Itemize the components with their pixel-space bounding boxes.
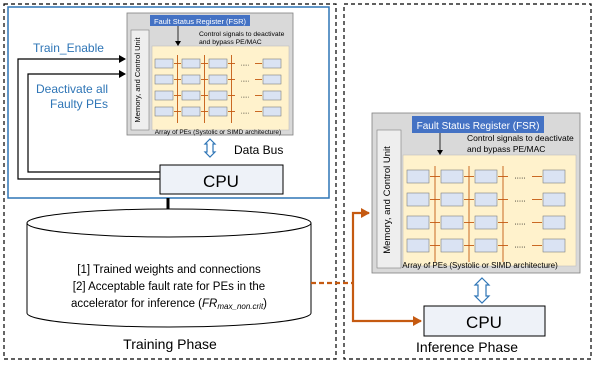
inference-data-bus-arrow (473, 277, 491, 304)
pe-cell (262, 106, 282, 117)
pe-cell (542, 215, 566, 230)
pe-cell (474, 169, 498, 184)
train-enable-arrow (17, 55, 160, 180)
database-cylinder (26, 208, 312, 328)
transfer-arrow-to-accelerator (351, 208, 370, 283)
data-bus-arrow (203, 138, 217, 158)
training-phase-panel: Memory, and Control Unit Fault Status Re… (3, 3, 337, 360)
pe-ellipsis: ..... (241, 110, 250, 116)
pe-ellipsis: ..... (514, 218, 525, 227)
pe-cell (542, 169, 566, 184)
training-cpu-label: CPU (203, 172, 239, 191)
pe-ellipsis: ..... (514, 172, 525, 181)
database-line3-pre: accelerator for inference ( (71, 298, 202, 310)
inference-cpu-label: CPU (466, 313, 502, 332)
training-memory-control-unit (130, 29, 150, 131)
pe-cell (406, 215, 430, 230)
pe-cell (208, 106, 228, 117)
pe-cell (181, 74, 201, 85)
pe-cell (474, 238, 498, 253)
pe-cell (440, 215, 464, 230)
pe-cell (208, 90, 228, 101)
pe-cell (262, 58, 282, 69)
training-accelerator: Memory, and Control Unit Fault Status Re… (126, 12, 294, 136)
database-line3: accelerator for inference (FRmax_non.cri… (71, 298, 267, 311)
inference-phase-panel: Memory, and Control Unit Fault Status Re… (343, 3, 592, 360)
database-line3-sub: max_non.crit (217, 302, 264, 311)
inference-memory-control-label: Memory, and Control Unit (382, 146, 393, 254)
pe-cell (406, 192, 430, 207)
pe-ellipsis: ..... (514, 195, 525, 204)
inference-memory-control-unit (376, 129, 402, 269)
pe-ellipsis: ..... (241, 94, 250, 100)
training-array-label: Array of PEs (Systolic or SIMD architect… (155, 129, 281, 136)
pe-cell (542, 192, 566, 207)
inference-pe-grid: .................... (406, 166, 566, 262)
training-control-signals-line2: and bypass PE/MAC (199, 39, 262, 46)
deactivate-label-line1: Deactivate all (36, 82, 108, 96)
pe-ellipsis: ..... (241, 62, 250, 68)
training-pe-grid: .................... (154, 55, 282, 123)
database-line3-fr: FR (202, 298, 217, 310)
pe-cell (181, 58, 201, 69)
training-control-signals-line1: Control signals to deactivate (199, 31, 285, 38)
inference-fsr-label: Fault Status Register (FSR) (417, 121, 540, 132)
inference-control-signals-line1: Control signals to deactivate (467, 133, 574, 143)
pe-cell (208, 58, 228, 69)
pe-cell (154, 58, 174, 69)
pe-cell (154, 74, 174, 85)
inference-cpu-box (423, 305, 546, 337)
pe-cell (406, 169, 430, 184)
pe-cell (181, 90, 201, 101)
inference-fsr (412, 116, 544, 133)
pe-ellipsis: ..... (514, 241, 525, 250)
pe-cell (440, 192, 464, 207)
pe-cell (474, 192, 498, 207)
pe-cell (154, 90, 174, 101)
pe-cell (406, 238, 430, 253)
training-pe-array (151, 45, 290, 131)
pe-cell (154, 106, 174, 117)
pe-cell (440, 169, 464, 184)
inference-accelerator: Memory, and Control Unit Fault Status Re… (371, 112, 581, 274)
pe-cell (474, 215, 498, 230)
pe-cell (262, 90, 282, 101)
inference-control-signals-line2: and bypass PE/MAC (467, 144, 545, 154)
database-line2: [2] Acceptable fault rate for PEs in the (73, 281, 265, 293)
data-bus-label: Data Bus (234, 143, 283, 157)
training-fsr-label: Fault Status Register (FSR) (154, 17, 247, 26)
inference-phase-label: Inference Phase (416, 339, 518, 355)
pe-cell (181, 106, 201, 117)
transfer-arrows (311, 208, 422, 326)
pe-cell (542, 238, 566, 253)
transfer-arrow-to-cpu (351, 283, 422, 326)
pe-cell (208, 74, 228, 85)
deactivate-faulty-arrow (27, 70, 160, 173)
pe-cell (440, 238, 464, 253)
train-enable-label: Train_Enable (33, 41, 104, 55)
pe-cell (262, 74, 282, 85)
inference-array-label: Array of PEs (Systolic or SIMD architect… (402, 261, 558, 270)
deactivate-label-line2: Faulty PEs (50, 97, 108, 111)
training-fsr (150, 15, 250, 26)
training-cpu-box (159, 164, 284, 195)
pe-ellipsis: ..... (241, 78, 250, 84)
database-line1: [1] Trained weights and connections (77, 264, 261, 276)
training-phase-label: Training Phase (123, 336, 217, 352)
training-memory-control-label: Memory, and Control Unit (133, 37, 142, 123)
database-line3-post: ) (263, 298, 267, 310)
